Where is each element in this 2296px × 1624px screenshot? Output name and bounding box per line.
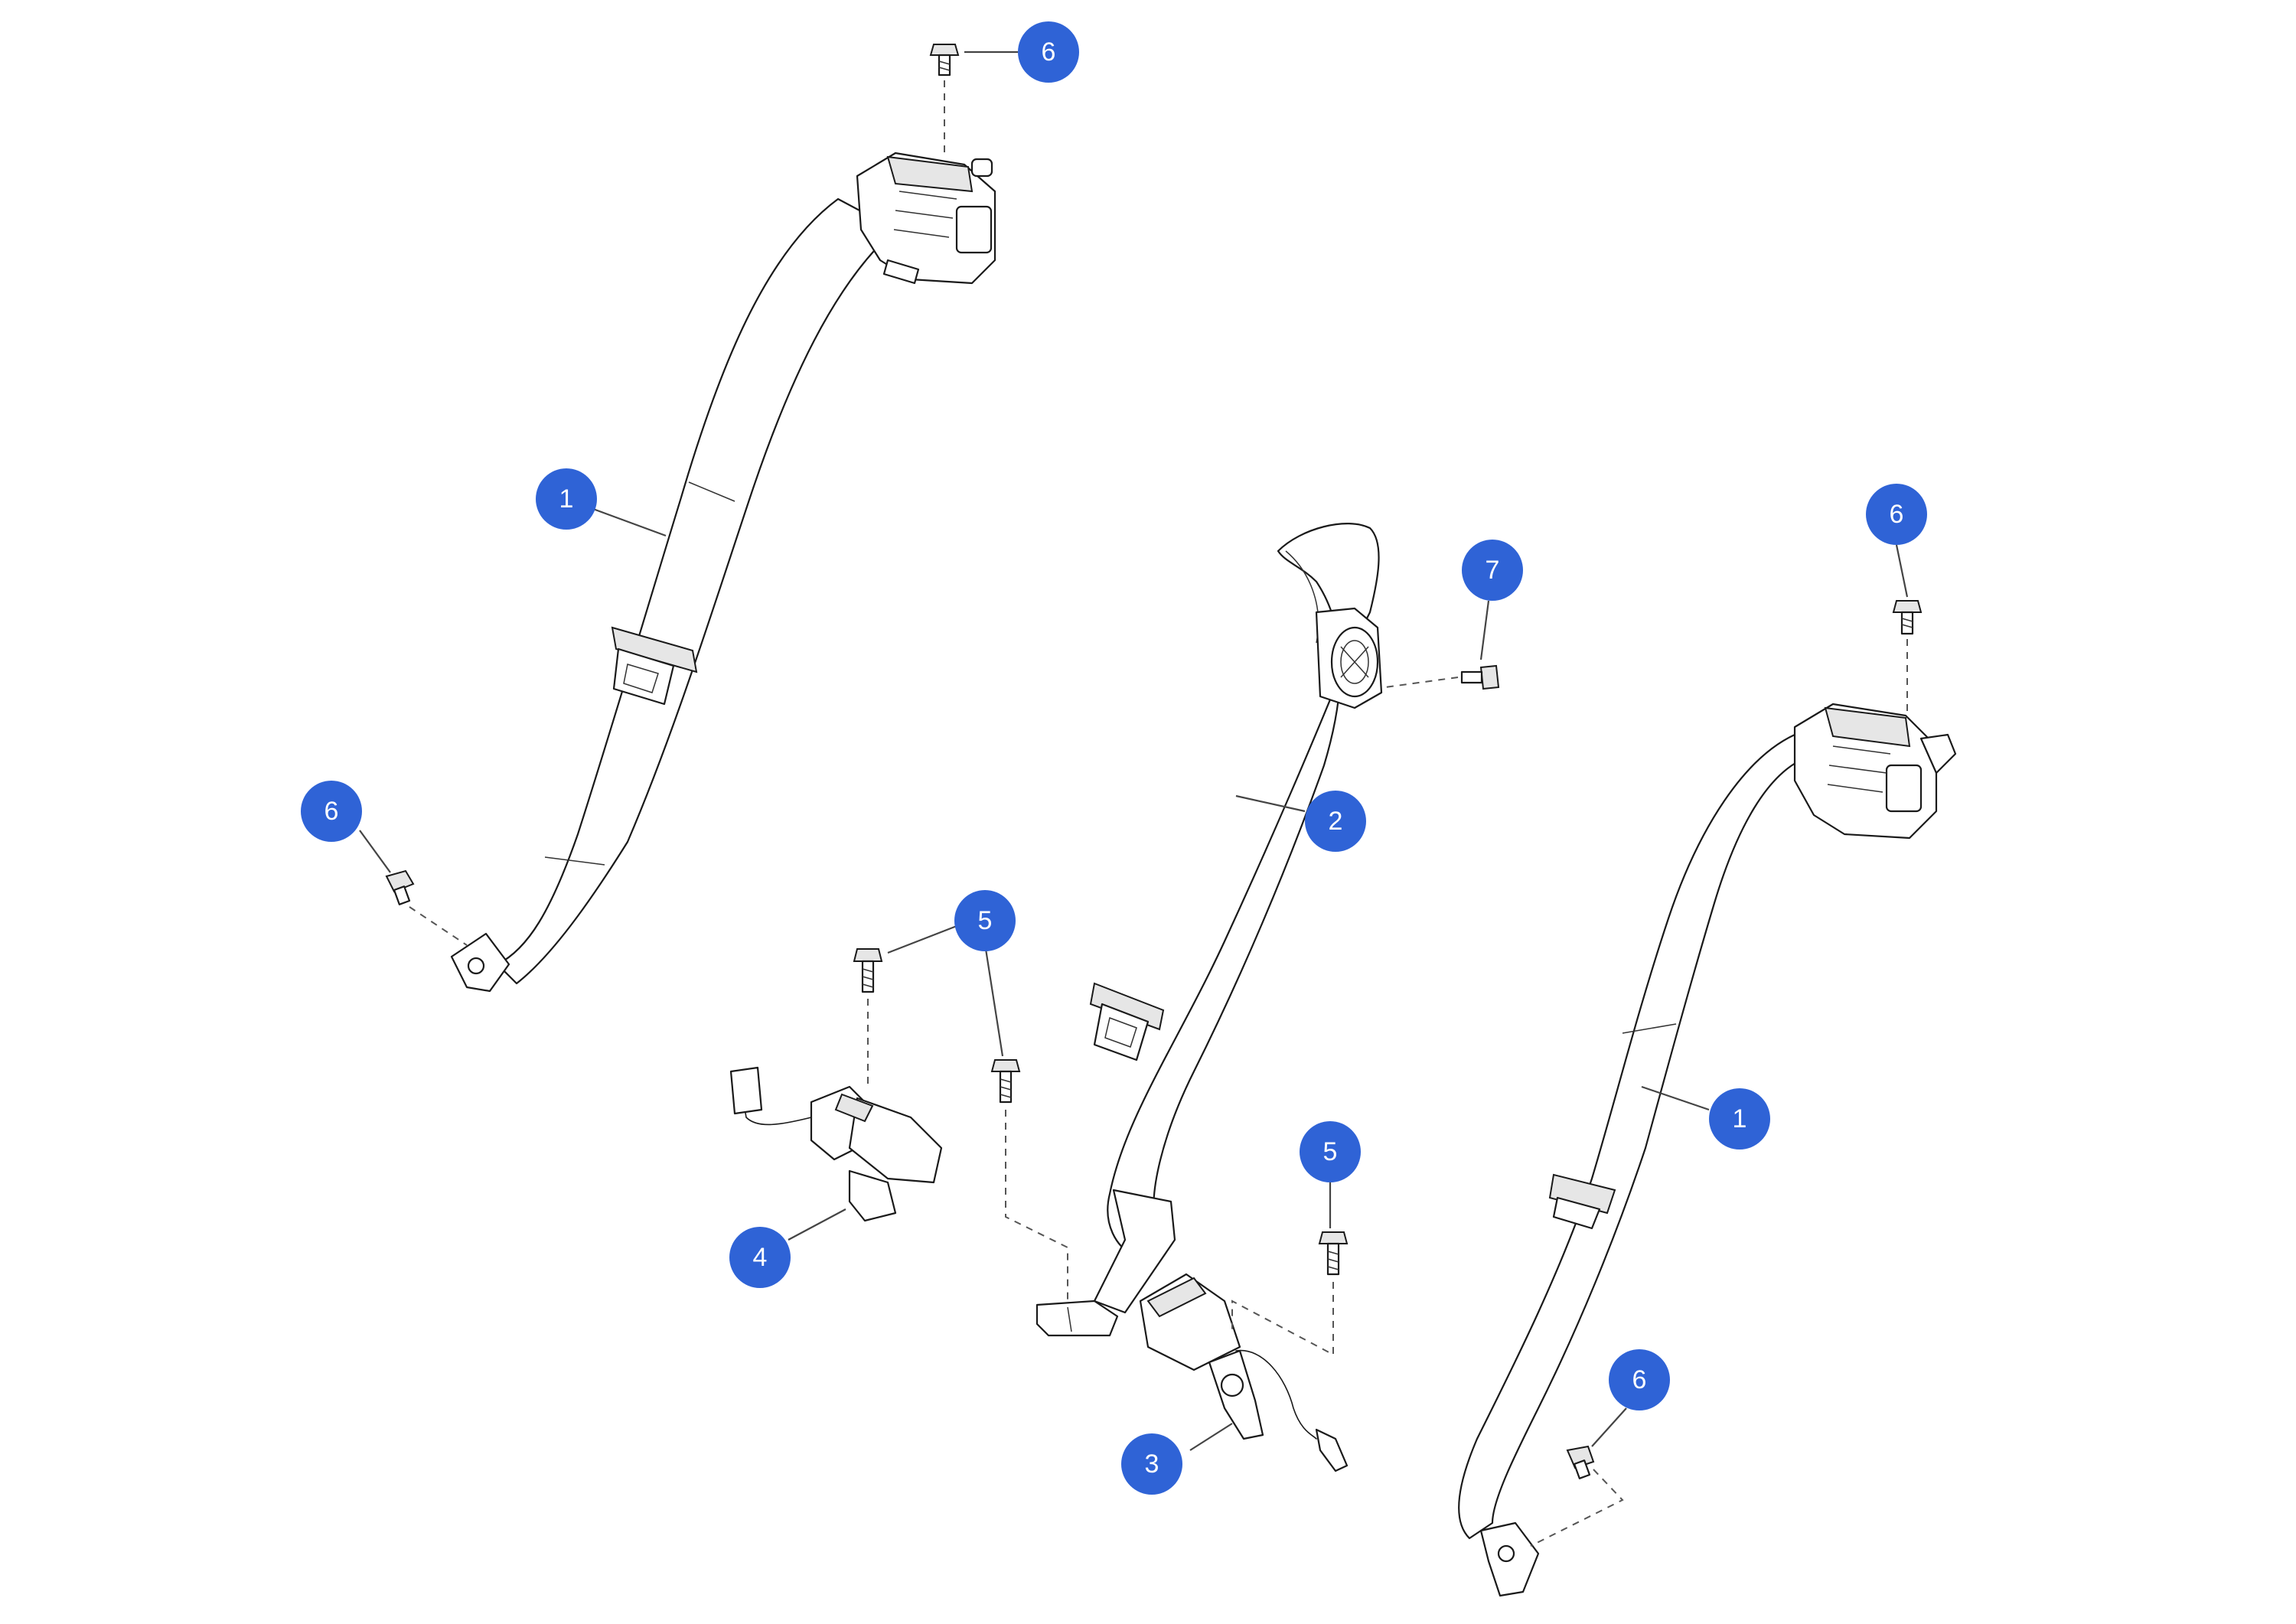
callout-6-right-top: 6: [1866, 484, 1927, 545]
callout-badge: [1300, 1121, 1361, 1182]
callout-6-right-bottom: 6: [1609, 1349, 1670, 1410]
center-lower-anchor: [1035, 1189, 1176, 1337]
callout-label: 2: [1329, 807, 1343, 836]
callout-badge: [954, 890, 1016, 951]
right-belt-tongue: [1548, 1173, 1616, 1230]
leader-lines: [359, 51, 1909, 1451]
callout-badge: [301, 781, 362, 842]
center-belt-tongue: [1089, 982, 1165, 1061]
callout-1-right: 1: [1709, 1088, 1770, 1150]
bolt-6-right-bottom: [1566, 1445, 1595, 1479]
callout-badge: [729, 1227, 791, 1288]
guide-line-bolt-5-center: [1005, 1110, 1068, 1301]
callout-label: 1: [1733, 1104, 1747, 1133]
leader-c2: [592, 507, 667, 537]
leader-c11: [1591, 1407, 1627, 1447]
bolt-6-top: [929, 44, 960, 77]
callout-badge: [1866, 484, 1927, 545]
callout-label: 6: [1042, 38, 1056, 67]
callout-6-top: 6: [1018, 21, 1079, 83]
callout-badge: [1018, 21, 1079, 83]
right-outboard-seat-belt: [1457, 703, 1957, 1597]
callout-7: 7: [1462, 540, 1523, 601]
leader-c4: [1479, 600, 1490, 660]
callout-label: 1: [559, 484, 574, 514]
callout-label: 4: [753, 1243, 768, 1272]
callout-label: 6: [1632, 1365, 1647, 1394]
leader-c12: [1189, 1423, 1233, 1451]
callout-badge: [1709, 1088, 1770, 1150]
callout-label: 7: [1486, 556, 1500, 585]
left-outboard-seat-belt: [450, 152, 996, 993]
callout-label: 6: [325, 797, 339, 826]
callout-2: 2: [1305, 791, 1366, 852]
center-buckle-assembly: [1139, 1273, 1349, 1472]
callout-6-left: 6: [301, 781, 362, 842]
callout-label: 5: [978, 906, 993, 935]
guide-line-bolt-5-buckle: [1231, 1282, 1334, 1356]
leader-c7b: [984, 948, 1004, 1057]
callout-badge: [1121, 1433, 1182, 1495]
callout-label: 3: [1145, 1450, 1159, 1479]
callout-label: 6: [1890, 500, 1904, 529]
bolt-5-outboard: [853, 948, 883, 993]
bolt-5-center: [990, 1059, 1021, 1104]
leader-c3: [359, 830, 391, 873]
callout-1-left: 1: [536, 468, 597, 530]
leader-c10: [788, 1208, 846, 1241]
center-retractor: [1315, 607, 1383, 709]
right-lower-anchor-bracket: [1479, 1521, 1540, 1597]
left-lower-anchor-bracket: [450, 932, 510, 993]
leader-c7a: [887, 925, 957, 954]
callout-label: 5: [1323, 1137, 1338, 1166]
callout-5-middle: 5: [954, 890, 1016, 951]
callout-badge: [1462, 540, 1523, 601]
callout-badge: [536, 468, 597, 530]
center-seat-belt: [1035, 523, 1383, 1337]
outboard-buckle-assembly: [729, 1066, 943, 1222]
callout-badge: [1609, 1349, 1670, 1410]
bolt-6-right-top: [1892, 600, 1923, 635]
right-retractor: [1793, 703, 1957, 840]
left-retractor: [856, 152, 996, 285]
bolt-7: [1460, 664, 1500, 690]
callout-3: 3: [1121, 1433, 1182, 1495]
guide-line-bolt-6-left: [409, 906, 468, 946]
guide-line-bolt-6-right-bottom: [1530, 1469, 1624, 1547]
leader-c6: [1235, 794, 1306, 813]
leader-c8: [1641, 1085, 1710, 1111]
bolt-6-left: [385, 869, 415, 905]
callout-5-right: 5: [1300, 1121, 1361, 1182]
callout-badge: [1305, 791, 1366, 852]
bolt-5-buckle: [1318, 1231, 1349, 1276]
leader-c5: [1895, 544, 1909, 598]
callout-4: 4: [729, 1227, 791, 1288]
left-belt-tongue: [611, 626, 698, 706]
guide-line-bolt-7: [1384, 677, 1459, 688]
